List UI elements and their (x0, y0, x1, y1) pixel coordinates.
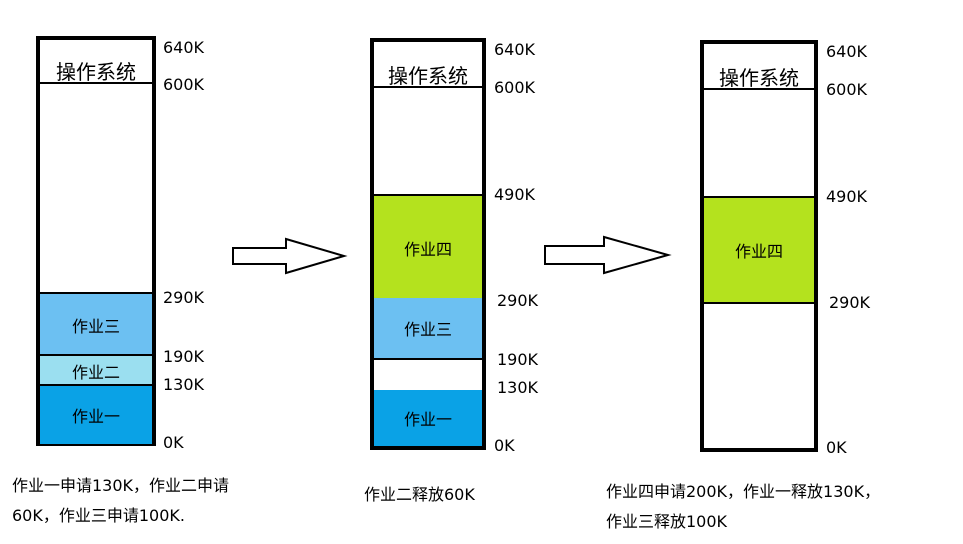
job3-block: 作业三 (374, 298, 482, 358)
os-divider (40, 82, 152, 84)
memory-column-3: 操作系统 作业四 (700, 40, 818, 452)
tick-label-600k: 600K (163, 75, 205, 94)
tick-label-640k: 640K (163, 38, 205, 57)
tick-label-600k: 600K (494, 78, 536, 97)
job3-block: 作业三 (40, 292, 152, 356)
tick-label-0k: 0K (163, 433, 184, 452)
tick-label-640k: 640K (826, 42, 868, 61)
tick-label-640k: 640K (494, 40, 536, 59)
tick-label-600k: 600K (826, 80, 868, 99)
right-arrow-icon (232, 237, 348, 275)
caption-2-line-1: 作业二释放60K (364, 485, 475, 504)
job4-block: 作业四 (704, 196, 814, 304)
free-block (374, 358, 482, 394)
caption-1-line-1: 作业一申请130K，作业二申请 (12, 476, 230, 495)
job2-block: 作业二 (40, 354, 152, 386)
tick-label-190k: 190K (497, 350, 539, 369)
os-label: 操作系统 (388, 64, 468, 88)
tick-label-130k: 130K (163, 375, 205, 394)
tick-label-290k: 290K (497, 291, 539, 310)
tick-label-290k: 290K (163, 288, 205, 307)
job1-block: 作业一 (40, 384, 152, 444)
tick-label-490k: 490K (494, 185, 536, 204)
job4-block: 作业四 (374, 194, 482, 302)
os-divider (704, 88, 814, 90)
tick-label-290k: 290K (829, 293, 871, 312)
tick-label-490k: 490K (826, 187, 868, 206)
caption-1-line-2: 60K，作业三申请100K. (12, 506, 185, 525)
caption-3-line-1: 作业四申请200K，作业一释放130K， (606, 482, 881, 501)
job1-block: 作业一 (374, 390, 482, 446)
memory-column-1: 操作系统 作业三 作业二 作业一 (36, 36, 156, 446)
tick-label-130k: 130K (497, 378, 539, 397)
tick-label-190k: 190K (163, 347, 205, 366)
os-label: 操作系统 (719, 66, 799, 90)
memory-column-2: 操作系统 作业四 作业三 作业一 (370, 38, 486, 450)
right-arrow-icon (544, 235, 672, 275)
os-divider (374, 86, 482, 88)
os-label: 操作系统 (56, 60, 136, 84)
tick-label-0k: 0K (826, 438, 847, 457)
caption-3-line-2: 作业三释放100K (606, 512, 728, 531)
tick-label-0k: 0K (494, 436, 515, 455)
